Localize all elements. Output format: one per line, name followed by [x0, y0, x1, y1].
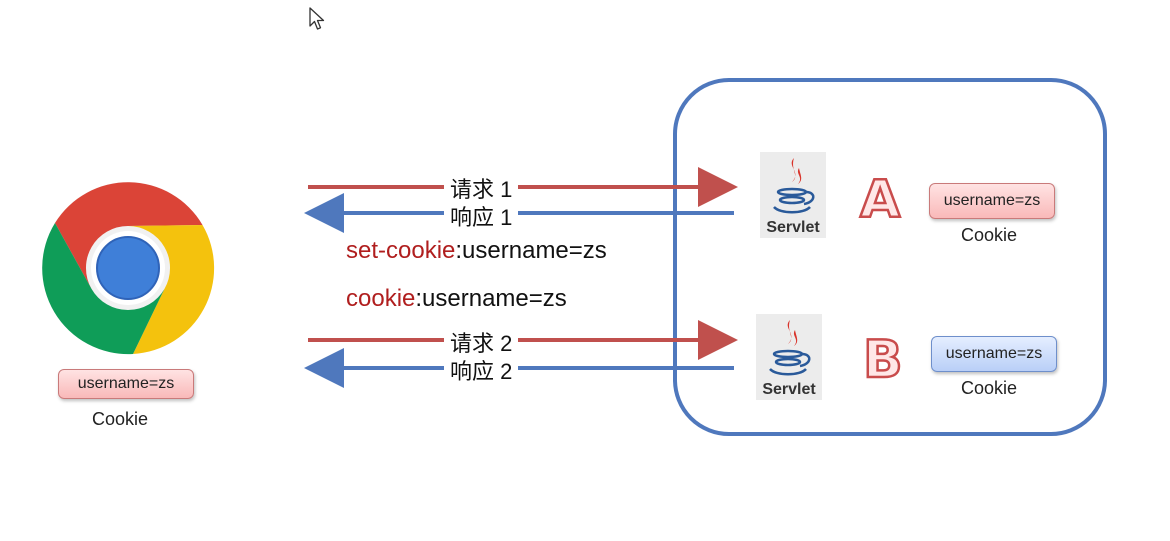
client-cookie-caption: Cookie [91, 409, 149, 429]
set-cookie-header: set-cookie:username=zs [346, 237, 607, 265]
cookie-key: cookie [346, 285, 416, 312]
response2-label: 响应 2 [444, 354, 519, 386]
servlet-b-icon: Servlet [756, 314, 822, 400]
cookie-value: :username=zs [415, 285, 567, 312]
servlet-a-letter: A [859, 169, 902, 232]
chrome-browser-icon [42, 182, 215, 355]
server-container [673, 78, 1107, 436]
servlet-b-cookie-caption: Cookie [960, 378, 1018, 398]
servlet-a-cookie-badge: username=zs [929, 183, 1055, 219]
servlet-b-cookie-value: username=zs [945, 345, 1043, 362]
set-cookie-value: :username=zs [455, 237, 607, 264]
client-cookie-badge: username=zs [58, 369, 194, 399]
servlet-b-letter: B [862, 329, 904, 392]
servlet-a-icon: Servlet [760, 152, 826, 238]
servlet-b-text: Servlet [762, 381, 816, 398]
cookie-header: cookie:username=zs [346, 285, 567, 313]
client-cookie-value: username=zs [77, 375, 175, 392]
set-cookie-key: set-cookie [346, 237, 456, 264]
request1-label: 请求 1 [444, 172, 519, 204]
servlet-a-text: Servlet [766, 219, 820, 236]
request2-label: 请求 2 [444, 326, 519, 358]
mouse-cursor-icon [309, 7, 325, 30]
servlet-b-cookie-badge: username=zs [931, 336, 1057, 372]
servlet-a-cookie-caption: Cookie [960, 225, 1018, 245]
servlet-a-cookie-value: username=zs [943, 192, 1041, 209]
response1-label: 响应 1 [444, 200, 519, 232]
